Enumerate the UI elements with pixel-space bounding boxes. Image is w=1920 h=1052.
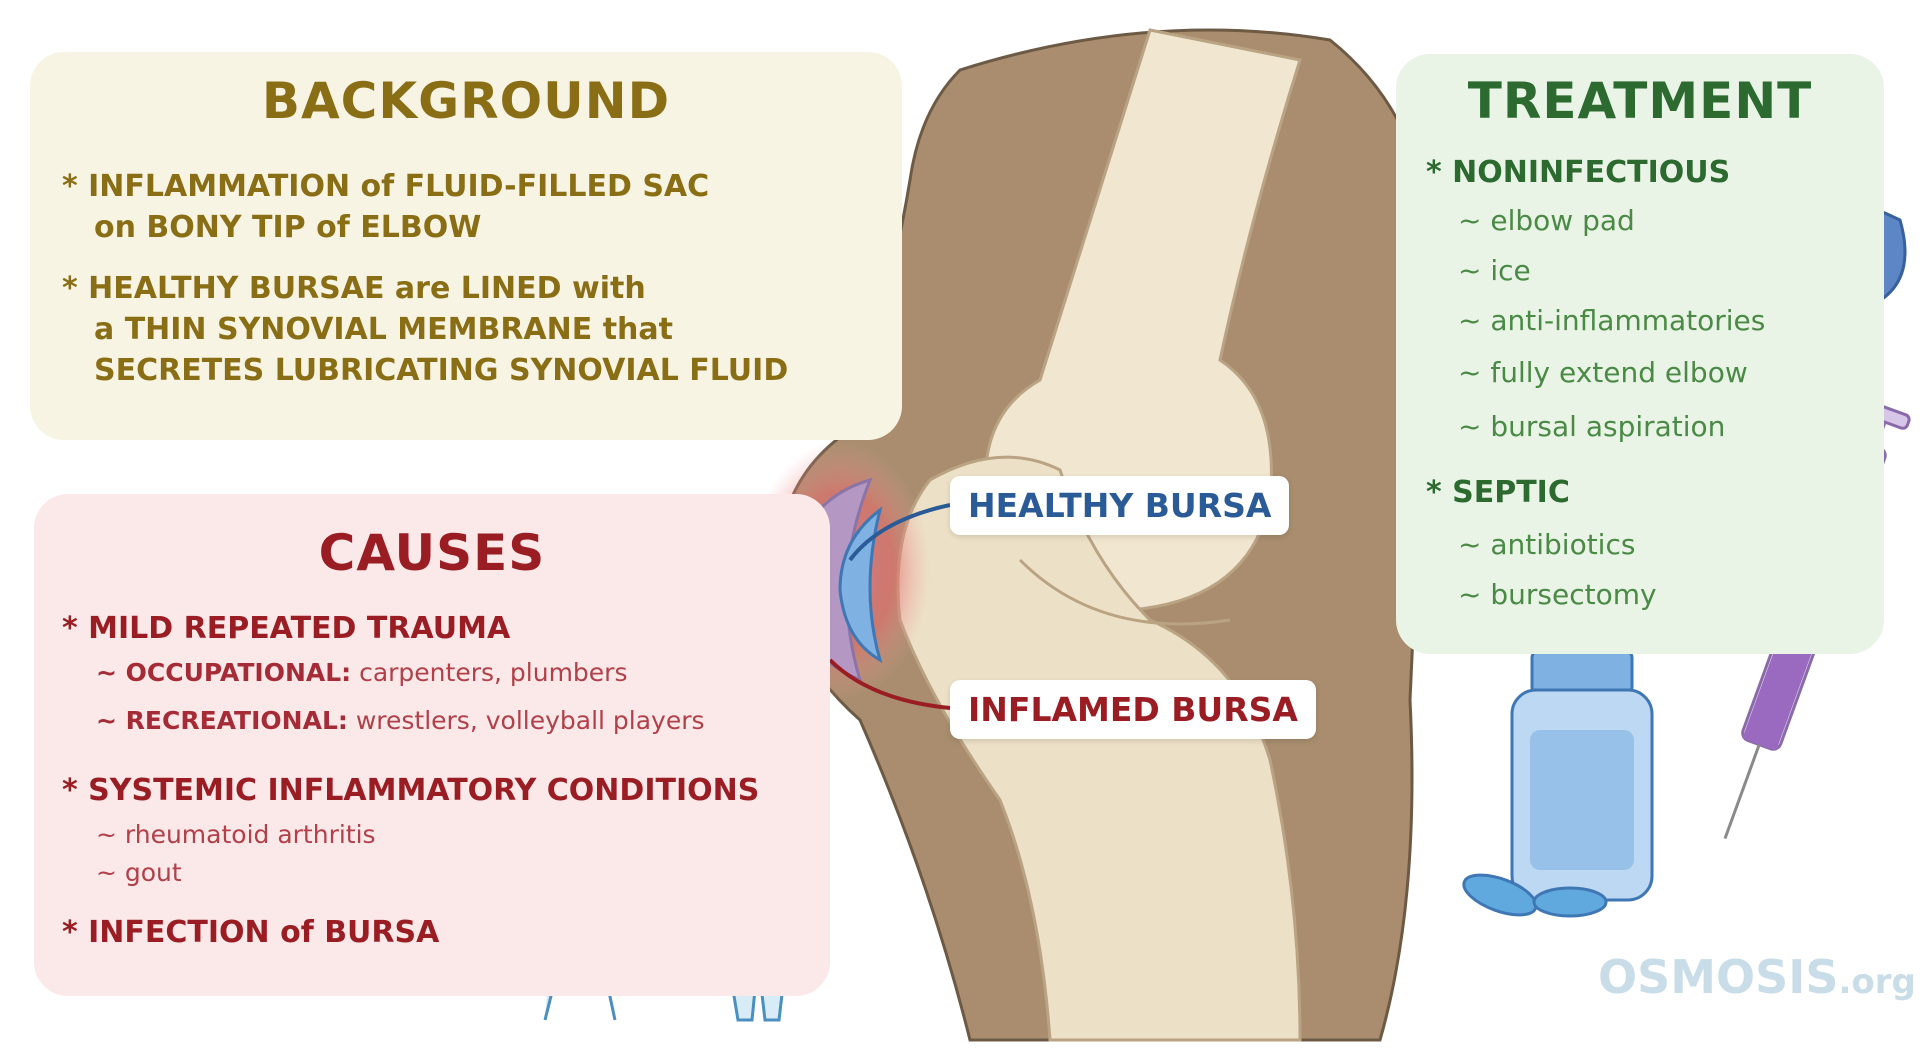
treatment-title: TREATMENT: [1467, 72, 1813, 130]
background-bullet-1-line-2: on BONY TIP of ELBOW: [94, 210, 482, 245]
treatment-item: ~ fully extend elbow: [1458, 356, 1748, 389]
cause-systemic-item: ~ rheumatoid arthritis: [96, 820, 376, 849]
cause-recreational-text: wrestlers, volleyball players: [347, 706, 705, 735]
inflamed-leader-line: [828, 658, 951, 710]
cause-systemic-item: ~ gout: [96, 858, 182, 887]
cause-recreational: ~ RECREATIONAL: wrestlers, volleyball pl…: [96, 706, 705, 735]
healthy-bursa: [838, 506, 883, 664]
causes-title: CAUSES: [318, 524, 546, 582]
healthy-leader-line: [848, 503, 951, 562]
healthy-bursa-label: HEALTHY BURSA: [950, 476, 1290, 535]
treatment-item: ~ bursectomy: [1458, 578, 1657, 611]
background-bullet-1-line-1: * INFLAMMATION of FLUID-FILLED SAC: [62, 169, 710, 204]
background-bullet-2-line-1: * HEALTHY BURSAE are LINED with: [62, 271, 646, 306]
treatment-item: ~ antibiotics: [1458, 528, 1636, 561]
treatment-item: ~ anti-inflammatories: [1458, 304, 1766, 337]
cause-occupational: ~ OCCUPATIONAL: carpenters, plumbers: [96, 658, 627, 687]
logo-main: OSMOSIS: [1598, 950, 1839, 1004]
treatment-panel: TREATMENT * NONINFECTIOUS ~ elbow pad ~ …: [1396, 54, 1884, 654]
background-title: BACKGROUND: [261, 72, 671, 130]
cause-systemic: * SYSTEMIC INFLAMMATORY CONDITIONS: [62, 773, 760, 808]
pill-bottle-label: [1530, 730, 1634, 870]
cause-infection: * INFECTION of BURSA: [62, 915, 440, 950]
inflamed-bursa-label: INFLAMED BURSA: [950, 680, 1316, 739]
treatment-item: ~ bursal aspiration: [1458, 410, 1726, 443]
pill-icon-2: [1532, 886, 1608, 918]
background-bullet-2-line-3: SECRETES LUBRICATING SYNOVIAL FLUID: [94, 353, 789, 388]
background-bullet-1: * INFLAMMATION of FLUID-FILLED SAC on BO…: [62, 166, 709, 248]
background-bullet-2-line-2: a THIN SYNOVIAL MEMBRANE that: [94, 312, 673, 347]
treatment-item: ~ ice: [1458, 254, 1531, 287]
treatment-item: ~ elbow pad: [1458, 204, 1635, 237]
osmosis-logo: OSMOSIS.org: [1598, 950, 1916, 1004]
cause-occupational-text: carpenters, plumbers: [351, 658, 628, 687]
cause-recreational-label: ~ RECREATIONAL:: [96, 706, 348, 735]
causes-panel: CAUSES * MILD REPEATED TRAUMA ~ OCCUPATI…: [34, 494, 830, 996]
cause-mild-trauma: * MILD REPEATED TRAUMA: [62, 611, 511, 646]
treatment-noninfectious: * NONINFECTIOUS: [1426, 155, 1731, 190]
cause-occupational-label: ~ OCCUPATIONAL:: [96, 658, 352, 687]
logo-suffix: .org: [1838, 962, 1916, 1002]
background-panel: BACKGROUND * INFLAMMATION of FLUID-FILLE…: [30, 52, 902, 440]
treatment-septic: * SEPTIC: [1426, 475, 1570, 510]
joint-line: [1018, 558, 1231, 626]
pill-bottle-cap: [1530, 648, 1634, 697]
background-bullet-2: * HEALTHY BURSAE are LINED with a THIN S…: [62, 268, 788, 391]
